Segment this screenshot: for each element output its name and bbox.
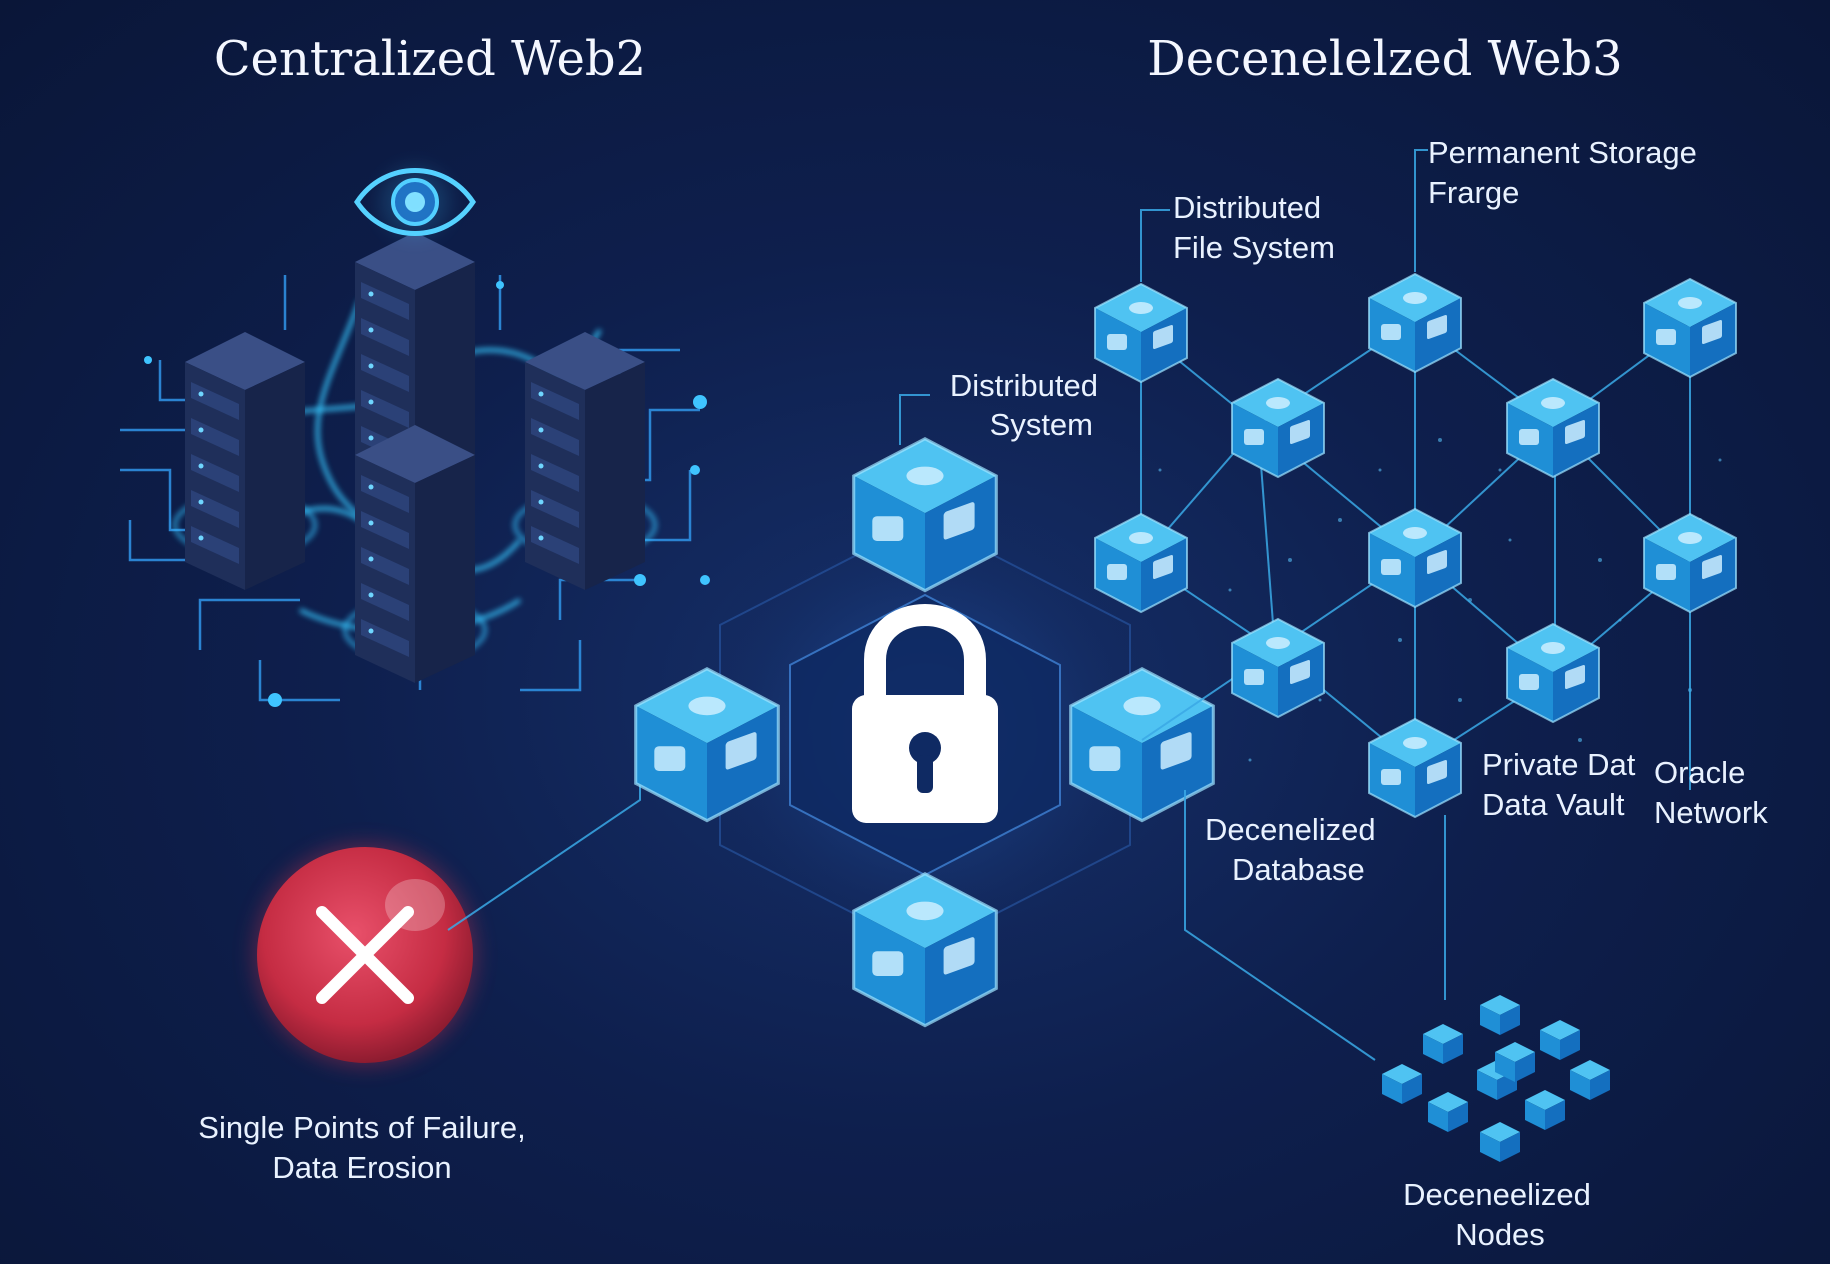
- distributed-system-label-line1: Distributed: [950, 368, 1098, 403]
- failure-marker: [253, 843, 477, 1067]
- node-database: [1231, 618, 1325, 718]
- node-inner-right: [1506, 378, 1600, 478]
- file-system-label-line1: Distributed: [1173, 190, 1321, 225]
- vault-label-line1: Private Dat: [1482, 747, 1636, 782]
- failure-label-line2: Data Erosion: [272, 1150, 451, 1185]
- decentralized-network: [1094, 149, 1737, 1061]
- file-system-label-line2: File System: [1173, 230, 1335, 265]
- permanent-storage-label-line1: Permanent Storage: [1428, 135, 1697, 170]
- oracle-label-line2: Network: [1654, 795, 1768, 830]
- nodes-label-line1: Deceneelized: [1403, 1177, 1591, 1212]
- failure-label-line1: Single Points of Failure,: [198, 1110, 525, 1145]
- node-inner-left: [1231, 378, 1325, 478]
- oracle-label-line1: Oracle: [1654, 755, 1745, 790]
- decentralized-nodes-cluster: [1382, 995, 1610, 1162]
- distributed-system-label-line2: System: [990, 407, 1093, 442]
- left-title: Centralized Web2: [214, 31, 646, 87]
- permanent-storage-label-line2: Frarge: [1428, 175, 1519, 210]
- padlock-icon: [852, 604, 998, 823]
- node-top-right: [1643, 278, 1737, 378]
- database-label-line2: Database: [1232, 852, 1365, 887]
- security-hub: [685, 495, 1165, 975]
- node-file-system: [1094, 283, 1188, 383]
- node-vault: [1506, 623, 1600, 723]
- vault-label-line2: Data Vault: [1482, 787, 1625, 822]
- close-icon: [316, 906, 414, 1004]
- eye-icon: [353, 168, 477, 236]
- nodes-label-line2: Nodes: [1455, 1217, 1545, 1252]
- node-center: [1368, 508, 1462, 608]
- database-label-line1: Decenelized: [1205, 812, 1376, 847]
- right-title: Decenelelzed Web3: [1147, 31, 1622, 87]
- centralized-cluster: [120, 232, 710, 707]
- node-bottom: [1368, 718, 1462, 818]
- node-permanent-storage: [1368, 273, 1462, 373]
